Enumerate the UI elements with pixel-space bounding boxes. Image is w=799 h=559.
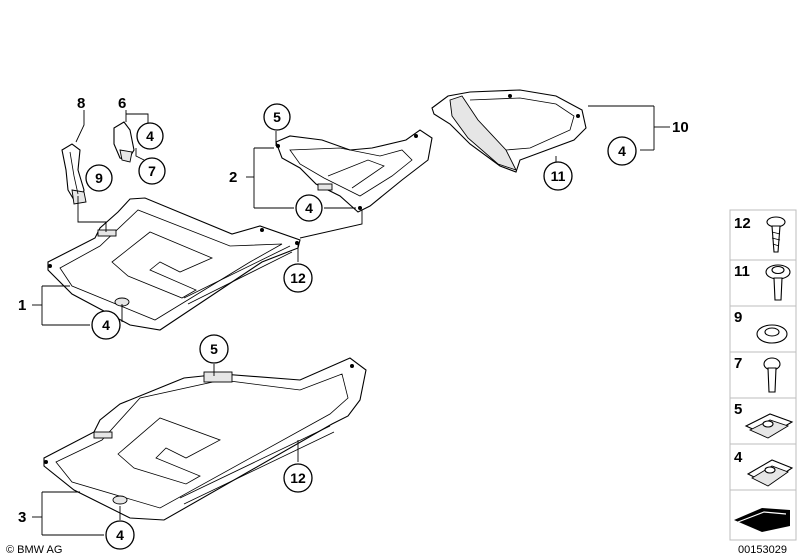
callout-4-left: 4	[91, 310, 121, 340]
underbody-shield-upper	[47, 197, 301, 331]
middle-shield	[275, 129, 433, 213]
callout-4-low: 4	[105, 520, 135, 550]
svg-text:12: 12	[290, 470, 306, 486]
svg-text:4: 4	[102, 317, 110, 333]
legend-item-11: 11	[729, 259, 797, 307]
svg-text:4: 4	[116, 527, 124, 543]
callout-4-mid: 4	[295, 194, 323, 222]
svg-text:4: 4	[618, 143, 626, 159]
svg-text:5: 5	[734, 401, 742, 418]
svg-text:12: 12	[290, 270, 306, 286]
svg-text:11: 11	[734, 263, 750, 280]
callout-11: 11	[543, 161, 573, 191]
legend-item-4: 4	[729, 443, 797, 491]
callout-9: 9	[85, 164, 113, 192]
svg-text:11: 11	[551, 168, 566, 184]
svg-text:12: 12	[734, 215, 751, 232]
svg-text:4: 4	[305, 200, 313, 216]
bracket	[61, 143, 87, 205]
legend-item-9: 9	[729, 305, 797, 353]
callout-5-mid: 5	[263, 103, 291, 131]
legend: 12 11 9 7 5	[729, 209, 797, 541]
underbody-shield-lower	[43, 357, 367, 521]
svg-text:4: 4	[734, 449, 743, 466]
diagram-code: 00153029	[738, 544, 787, 556]
wheel-arch-shield	[431, 89, 587, 173]
legend-arrow-box	[729, 489, 797, 541]
callout-7: 7	[138, 157, 166, 185]
svg-text:9: 9	[95, 170, 103, 186]
callout-5-low: 5	[199, 334, 229, 364]
callout-4-upper: 4	[136, 122, 164, 150]
small-bracket	[113, 121, 135, 163]
svg-text:7: 7	[734, 355, 742, 372]
callout-4-right: 4	[607, 136, 637, 166]
leader-lines	[32, 105, 670, 536]
label-10: 10	[672, 119, 689, 136]
svg-text:4: 4	[146, 128, 154, 144]
label-6: 6	[118, 95, 126, 112]
label-2: 2	[229, 169, 237, 186]
legend-item-5: 5	[729, 397, 797, 445]
svg-text:5: 5	[273, 109, 281, 125]
label-8: 8	[77, 95, 85, 112]
label-1: 1	[18, 297, 26, 314]
copyright: © BMW AG	[6, 544, 62, 556]
arrow-icon	[734, 508, 790, 532]
callout-12-mid: 12	[283, 263, 313, 293]
svg-text:7: 7	[148, 163, 156, 179]
svg-text:5: 5	[210, 341, 218, 357]
label-3: 3	[18, 509, 26, 526]
svg-text:9: 9	[734, 309, 742, 326]
callout-12-low: 12	[283, 463, 313, 493]
legend-item-12: 12	[729, 209, 797, 261]
legend-item-7: 7	[729, 351, 797, 399]
